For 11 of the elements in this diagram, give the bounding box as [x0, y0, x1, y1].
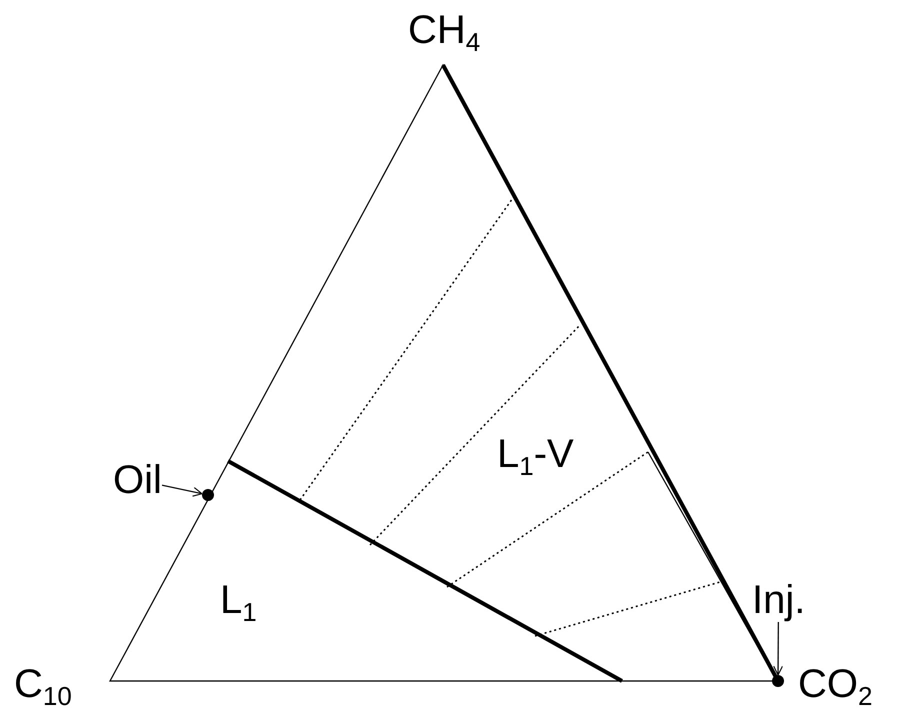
vertex-label: CH$_{4}$ — [408, 8, 480, 52]
data-point-dot — [772, 675, 784, 687]
vertex-label: CO$_{2}$ — [798, 662, 872, 706]
leader-arrow — [162, 484, 203, 497]
region-label: L$_{1}$-V — [497, 432, 574, 476]
vertex-label: C$_{10}$ — [14, 662, 72, 706]
point-label: Oil — [113, 458, 162, 502]
leader-arrow — [773, 622, 784, 676]
point-label: Inj. — [752, 578, 806, 622]
data-point-dot — [202, 489, 214, 501]
region-label: L$_{1}$ — [220, 578, 257, 622]
